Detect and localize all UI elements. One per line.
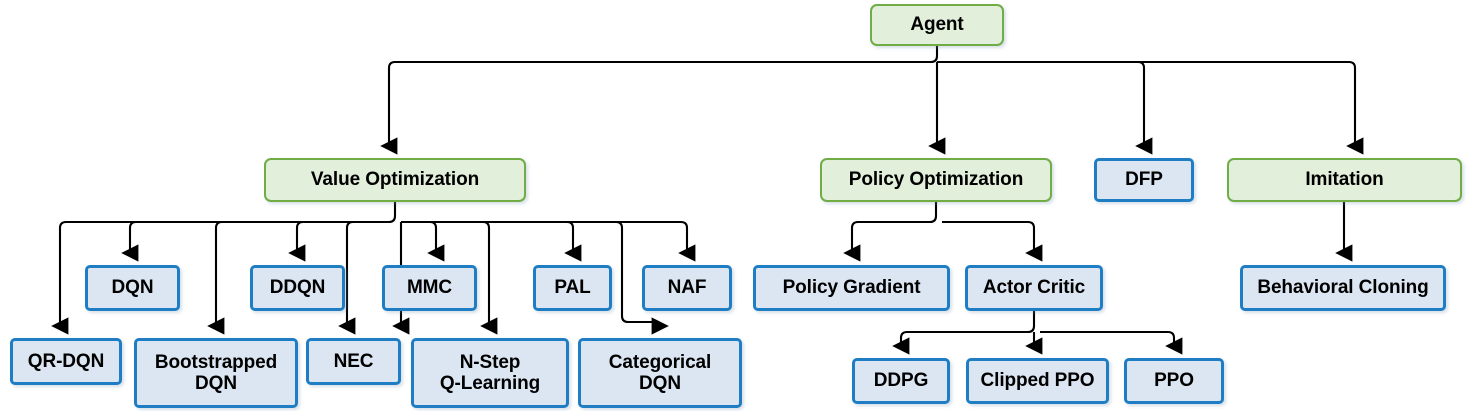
connector-17 xyxy=(892,311,1036,355)
node-label-ddpg: DDPG xyxy=(873,370,929,392)
node-label-ppo: PPO xyxy=(1154,370,1194,392)
connector-12 xyxy=(401,220,582,262)
node-label-actor_critic: Actor Critic xyxy=(982,277,1086,299)
node-label-bootstrapped_dqn: Bootstrapped DQN xyxy=(154,351,278,394)
node-dqn[interactable]: DQN xyxy=(85,265,180,311)
node-policy_optimization[interactable]: Policy Optimization xyxy=(820,158,1052,202)
node-label-dqn: DQN xyxy=(111,277,154,299)
node-label-naf: NAF xyxy=(667,277,707,299)
node-label-n_step_q_learning: N-Step Q-Learning xyxy=(439,351,541,394)
node-label-nec: NEC xyxy=(333,350,374,372)
node-qr_dqn[interactable]: QR-DQN xyxy=(10,338,122,385)
node-bootstrapped_dqn[interactable]: Bootstrapped DQN xyxy=(134,338,298,408)
connector-0 xyxy=(389,46,939,146)
node-categorical_dqn[interactable]: Categorical DQN xyxy=(578,338,742,408)
connector-16 xyxy=(942,220,1043,262)
connector-10 xyxy=(401,220,445,262)
node-ddpg[interactable]: DDPG xyxy=(852,358,950,404)
node-label-agent: Agent xyxy=(910,14,964,36)
connector-15 xyxy=(843,202,938,262)
node-ppo[interactable]: PPO xyxy=(1124,358,1224,404)
node-actor_critic[interactable]: Actor Critic xyxy=(965,265,1103,311)
node-ddqn[interactable]: DDQN xyxy=(250,265,345,311)
node-label-dfp: DFP xyxy=(1125,169,1163,191)
node-clipped_ppo[interactable]: Clipped PPO xyxy=(966,358,1109,404)
connector-14 xyxy=(401,220,696,262)
connector-3 xyxy=(943,60,1364,155)
node-label-ddqn: DDQN xyxy=(269,277,326,299)
node-label-value_optimization: Value Optimization xyxy=(310,169,480,191)
node-mmc[interactable]: MMC xyxy=(382,265,477,311)
node-label-imitation: Imitation xyxy=(1305,169,1384,191)
node-label-behavioral_cloning: Behavioral Cloning xyxy=(1257,277,1429,299)
connector-2 xyxy=(937,60,1153,155)
node-imitation[interactable]: Imitation xyxy=(1227,158,1462,202)
node-n_step_q_learning[interactable]: N-Step Q-Learning xyxy=(411,338,569,408)
node-pal[interactable]: PAL xyxy=(533,265,612,311)
node-label-clipped_ppo: Clipped PPO xyxy=(980,370,1095,392)
node-label-policy_optimization: Policy Optimization xyxy=(848,169,1024,191)
node-naf[interactable]: NAF xyxy=(642,265,732,311)
node-label-pal: PAL xyxy=(554,277,591,299)
connector-5 xyxy=(121,220,389,262)
node-label-qr_dqn: QR-DQN xyxy=(27,350,105,372)
node-value_optimization[interactable]: Value Optimization xyxy=(264,158,526,202)
node-policy_gradient[interactable]: Policy Gradient xyxy=(753,265,950,311)
node-label-categorical_dqn: Categorical DQN xyxy=(608,351,712,394)
node-label-policy_gradient: Policy Gradient xyxy=(782,277,921,299)
node-dfp[interactable]: DFP xyxy=(1094,158,1194,202)
node-nec[interactable]: NEC xyxy=(306,338,401,385)
connector-7 xyxy=(288,220,389,262)
node-behavioral_cloning[interactable]: Behavioral Cloning xyxy=(1240,265,1446,311)
node-label-mmc: MMC xyxy=(406,277,453,299)
connector-19 xyxy=(1040,330,1183,355)
node-agent[interactable]: Agent xyxy=(870,4,1004,46)
